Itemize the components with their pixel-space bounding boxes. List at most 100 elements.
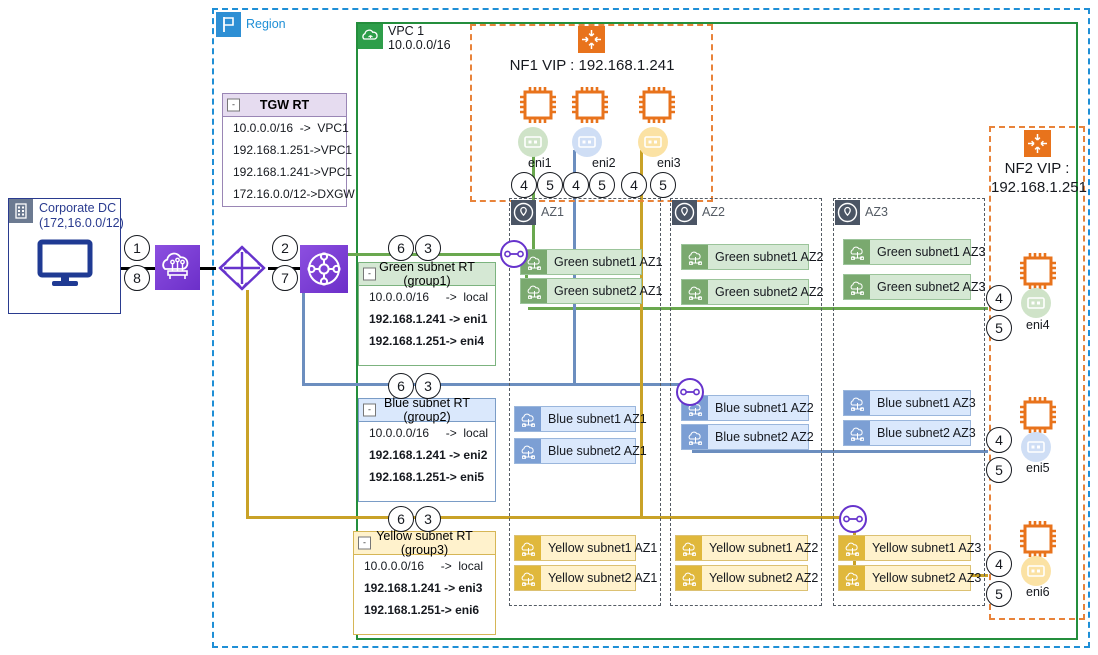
step-4-eni4: 4 bbox=[986, 285, 1012, 311]
subnet-green-1-az2[interactable]: Green subnet1 AZ2 bbox=[681, 244, 823, 270]
collapse-icon[interactable]: - bbox=[363, 403, 376, 417]
step-6-green: 6 bbox=[388, 235, 414, 261]
subnet-blue-1-az1[interactable]: Blue subnet1 AZ1 bbox=[514, 406, 647, 432]
subnet-yellow-2-az2[interactable]: Yellow subnet2 AZ2 bbox=[675, 565, 818, 591]
subnet-label: Green subnet1 AZ3 bbox=[877, 245, 986, 259]
az3-label-text: AZ3 bbox=[865, 205, 888, 220]
yellow-rt-title: Yellow subnet RT (group3) bbox=[376, 529, 473, 557]
subnet-blue-2-az2[interactable]: Blue subnet2 AZ2 bbox=[681, 424, 814, 450]
subnet-yellow-1-az1[interactable]: Yellow subnet1 AZ1 bbox=[514, 535, 657, 561]
subnet-label: Yellow subnet1 AZ2 bbox=[709, 541, 819, 555]
subnet-icon bbox=[515, 407, 541, 431]
eni4-icon bbox=[1021, 288, 1051, 318]
yellow-rt-row: 192.168.1.251-> eni6 bbox=[364, 603, 480, 617]
subnet-label: Blue subnet2 AZ2 bbox=[715, 430, 814, 444]
vpc-container bbox=[356, 22, 1078, 640]
subnet-green-2-az3[interactable]: Green subnet2 AZ3 bbox=[843, 274, 985, 300]
direct-connect-gateway-icon bbox=[216, 243, 268, 293]
network-firewall-icon bbox=[1024, 130, 1051, 157]
eni4-label: eni4 bbox=[1026, 318, 1050, 332]
firewall-instance-icon bbox=[1015, 516, 1061, 562]
vpc-cloud-icon bbox=[358, 24, 383, 49]
subnet-icon bbox=[844, 391, 870, 415]
collapse-icon[interactable]: - bbox=[363, 267, 376, 281]
subnet-yellow-2-az1[interactable]: Yellow subnet2 AZ1 bbox=[514, 565, 657, 591]
line-green-to-eni4 bbox=[528, 307, 988, 310]
subnet-icon bbox=[515, 439, 541, 463]
subnet-label: Green subnet2 AZ3 bbox=[877, 280, 986, 294]
subnet-green-1-az3[interactable]: Green subnet1 AZ3 bbox=[843, 239, 985, 265]
step-5-eni4: 5 bbox=[986, 315, 1012, 341]
tgw-attachment-blue-az2[interactable] bbox=[676, 378, 704, 406]
step-7: 7 bbox=[272, 265, 298, 291]
subnet-blue-2-az1[interactable]: Blue subnet2 AZ1 bbox=[514, 438, 647, 464]
step-8: 8 bbox=[124, 265, 150, 291]
subnet-yellow-1-az2[interactable]: Yellow subnet1 AZ2 bbox=[675, 535, 818, 561]
blue-route-table: - Blue subnet RT (group2) 10.0.0.0/16 ->… bbox=[358, 396, 496, 502]
step-3-green: 3 bbox=[415, 235, 441, 261]
subnet-blue-1-az2[interactable]: Blue subnet1 AZ2 bbox=[681, 395, 814, 421]
green-rt-header: - Green subnet RT (group1) bbox=[359, 260, 495, 288]
subnet-icon bbox=[844, 421, 870, 445]
collapse-icon[interactable]: - bbox=[227, 98, 240, 112]
subnet-blue-2-az3[interactable]: Blue subnet2 AZ3 bbox=[843, 420, 976, 446]
step-4-eni5: 4 bbox=[986, 427, 1012, 453]
step-3-yellow: 3 bbox=[415, 506, 441, 532]
subnet-icon bbox=[521, 279, 547, 303]
network-firewall-icon bbox=[578, 26, 605, 53]
subnet-label: Yellow subnet2 AZ2 bbox=[709, 571, 819, 585]
green-route-table: - Green subnet RT (group1) 10.0.0.0/16 -… bbox=[358, 260, 496, 366]
direct-connect-icon bbox=[155, 245, 200, 290]
az2-container bbox=[670, 198, 822, 606]
blue-rt-row: 192.168.1.241 -> eni2 bbox=[369, 448, 488, 462]
eni2-icon bbox=[572, 127, 602, 157]
az1-label-text: AZ1 bbox=[541, 205, 564, 220]
subnet-green-1-az1[interactable]: Green subnet1 AZ1 bbox=[520, 249, 662, 275]
tgw-rt-row: 172.16.0.0/12->DXGW bbox=[233, 187, 355, 201]
green-rt-row: 10.0.0.0/16 -> local bbox=[369, 290, 489, 304]
step-4-eni1: 4 bbox=[511, 172, 537, 198]
subnet-icon bbox=[515, 536, 541, 560]
firewall-instance-icon bbox=[515, 82, 561, 128]
nf1-container bbox=[470, 24, 713, 202]
subnet-label: Green subnet2 AZ2 bbox=[715, 285, 824, 299]
corporate-dc-title: Corporate DC(172,16.0.0/12) bbox=[39, 201, 124, 230]
subnet-icon bbox=[839, 566, 865, 590]
subnet-green-2-az1[interactable]: Green subnet2 AZ1 bbox=[520, 278, 662, 304]
corporate-dc-box: Corporate DC(172,16.0.0/12) bbox=[8, 198, 124, 314]
collapse-icon[interactable]: - bbox=[358, 536, 371, 550]
step-6-blue: 6 bbox=[388, 373, 414, 399]
az1-label: AZ1 bbox=[511, 200, 564, 225]
subnet-green-2-az2[interactable]: Green subnet2 AZ2 bbox=[681, 279, 823, 305]
subnet-label: Green subnet1 AZ1 bbox=[554, 255, 663, 269]
subnet-yellow-1-az3[interactable]: Yellow subnet1 AZ3 bbox=[838, 535, 981, 561]
availability-zone-icon bbox=[672, 200, 697, 225]
step-2: 2 bbox=[272, 235, 298, 261]
subnet-icon bbox=[844, 240, 870, 264]
step-4-eni3: 4 bbox=[621, 172, 647, 198]
subnet-label: Yellow subnet2 AZ1 bbox=[548, 571, 658, 585]
nf2-title: NF2 VIP :192.168.1.251 bbox=[991, 160, 1087, 196]
tgw-attachment-yellow-az3[interactable] bbox=[839, 505, 867, 533]
az2-label: AZ2 bbox=[672, 200, 725, 225]
tgw-attachment-green-az1[interactable] bbox=[500, 240, 528, 268]
yellow-rt-row: 192.168.1.241 -> eni3 bbox=[364, 581, 483, 595]
subnet-label: Yellow subnet2 AZ3 bbox=[872, 571, 982, 585]
subnet-blue-1-az3[interactable]: Blue subnet1 AZ3 bbox=[843, 390, 976, 416]
subnet-yellow-2-az3[interactable]: Yellow subnet2 AZ3 bbox=[838, 565, 981, 591]
eni5-icon bbox=[1021, 432, 1051, 462]
az3-label: AZ3 bbox=[835, 200, 888, 225]
subnet-label: Blue subnet1 AZ3 bbox=[877, 396, 976, 410]
subnet-label: Blue subnet1 AZ1 bbox=[548, 412, 647, 426]
az1-container bbox=[509, 198, 661, 606]
tgw-rt-title: TGW RT bbox=[259, 98, 310, 112]
step-5-eni6: 5 bbox=[986, 581, 1012, 607]
firewall-instance-icon bbox=[567, 82, 613, 128]
building-icon bbox=[9, 199, 33, 223]
nf1-title: NF1 VIP : 192.168.1.241 bbox=[509, 57, 675, 74]
step-5-eni3: 5 bbox=[650, 172, 676, 198]
line-yellow-eni3-drop bbox=[640, 150, 643, 518]
